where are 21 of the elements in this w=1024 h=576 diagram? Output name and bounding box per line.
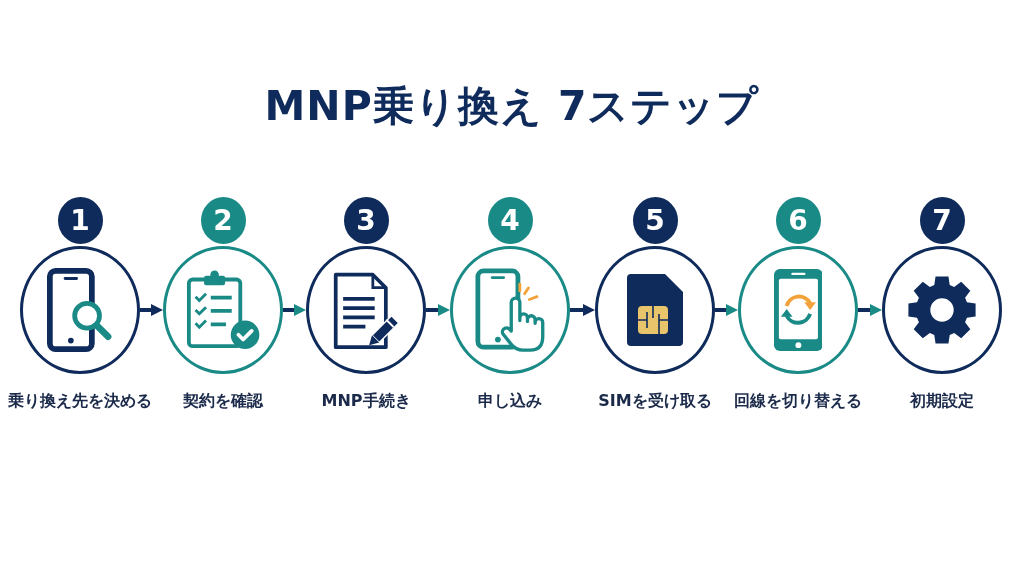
step-label: 初期設定 — [910, 391, 974, 411]
arrow — [426, 304, 450, 316]
number-badge: 3 — [343, 196, 389, 244]
arrow — [858, 304, 882, 316]
step-label: 申し込み — [478, 391, 542, 411]
number-badge: 4 — [487, 196, 533, 244]
number-badge: 7 — [919, 196, 965, 244]
number-badge: 2 — [200, 196, 246, 244]
step-label: 回線を切り替える — [734, 391, 862, 411]
arrow — [715, 304, 738, 316]
number-badge: 6 — [775, 196, 821, 244]
arrow — [570, 304, 595, 316]
step-label: SIMを受け取る — [598, 391, 712, 411]
arrow — [140, 304, 163, 316]
title: MNP乗り換え 7ステップ — [264, 81, 760, 132]
step-label: 乗り換え先を決める — [8, 391, 152, 411]
number-badge: 1 — [57, 196, 103, 244]
step-label: MNP手続き — [321, 391, 411, 411]
arrow — [283, 304, 306, 316]
number-badge: 5 — [632, 196, 678, 244]
step-label: 契約を確認 — [183, 391, 263, 411]
